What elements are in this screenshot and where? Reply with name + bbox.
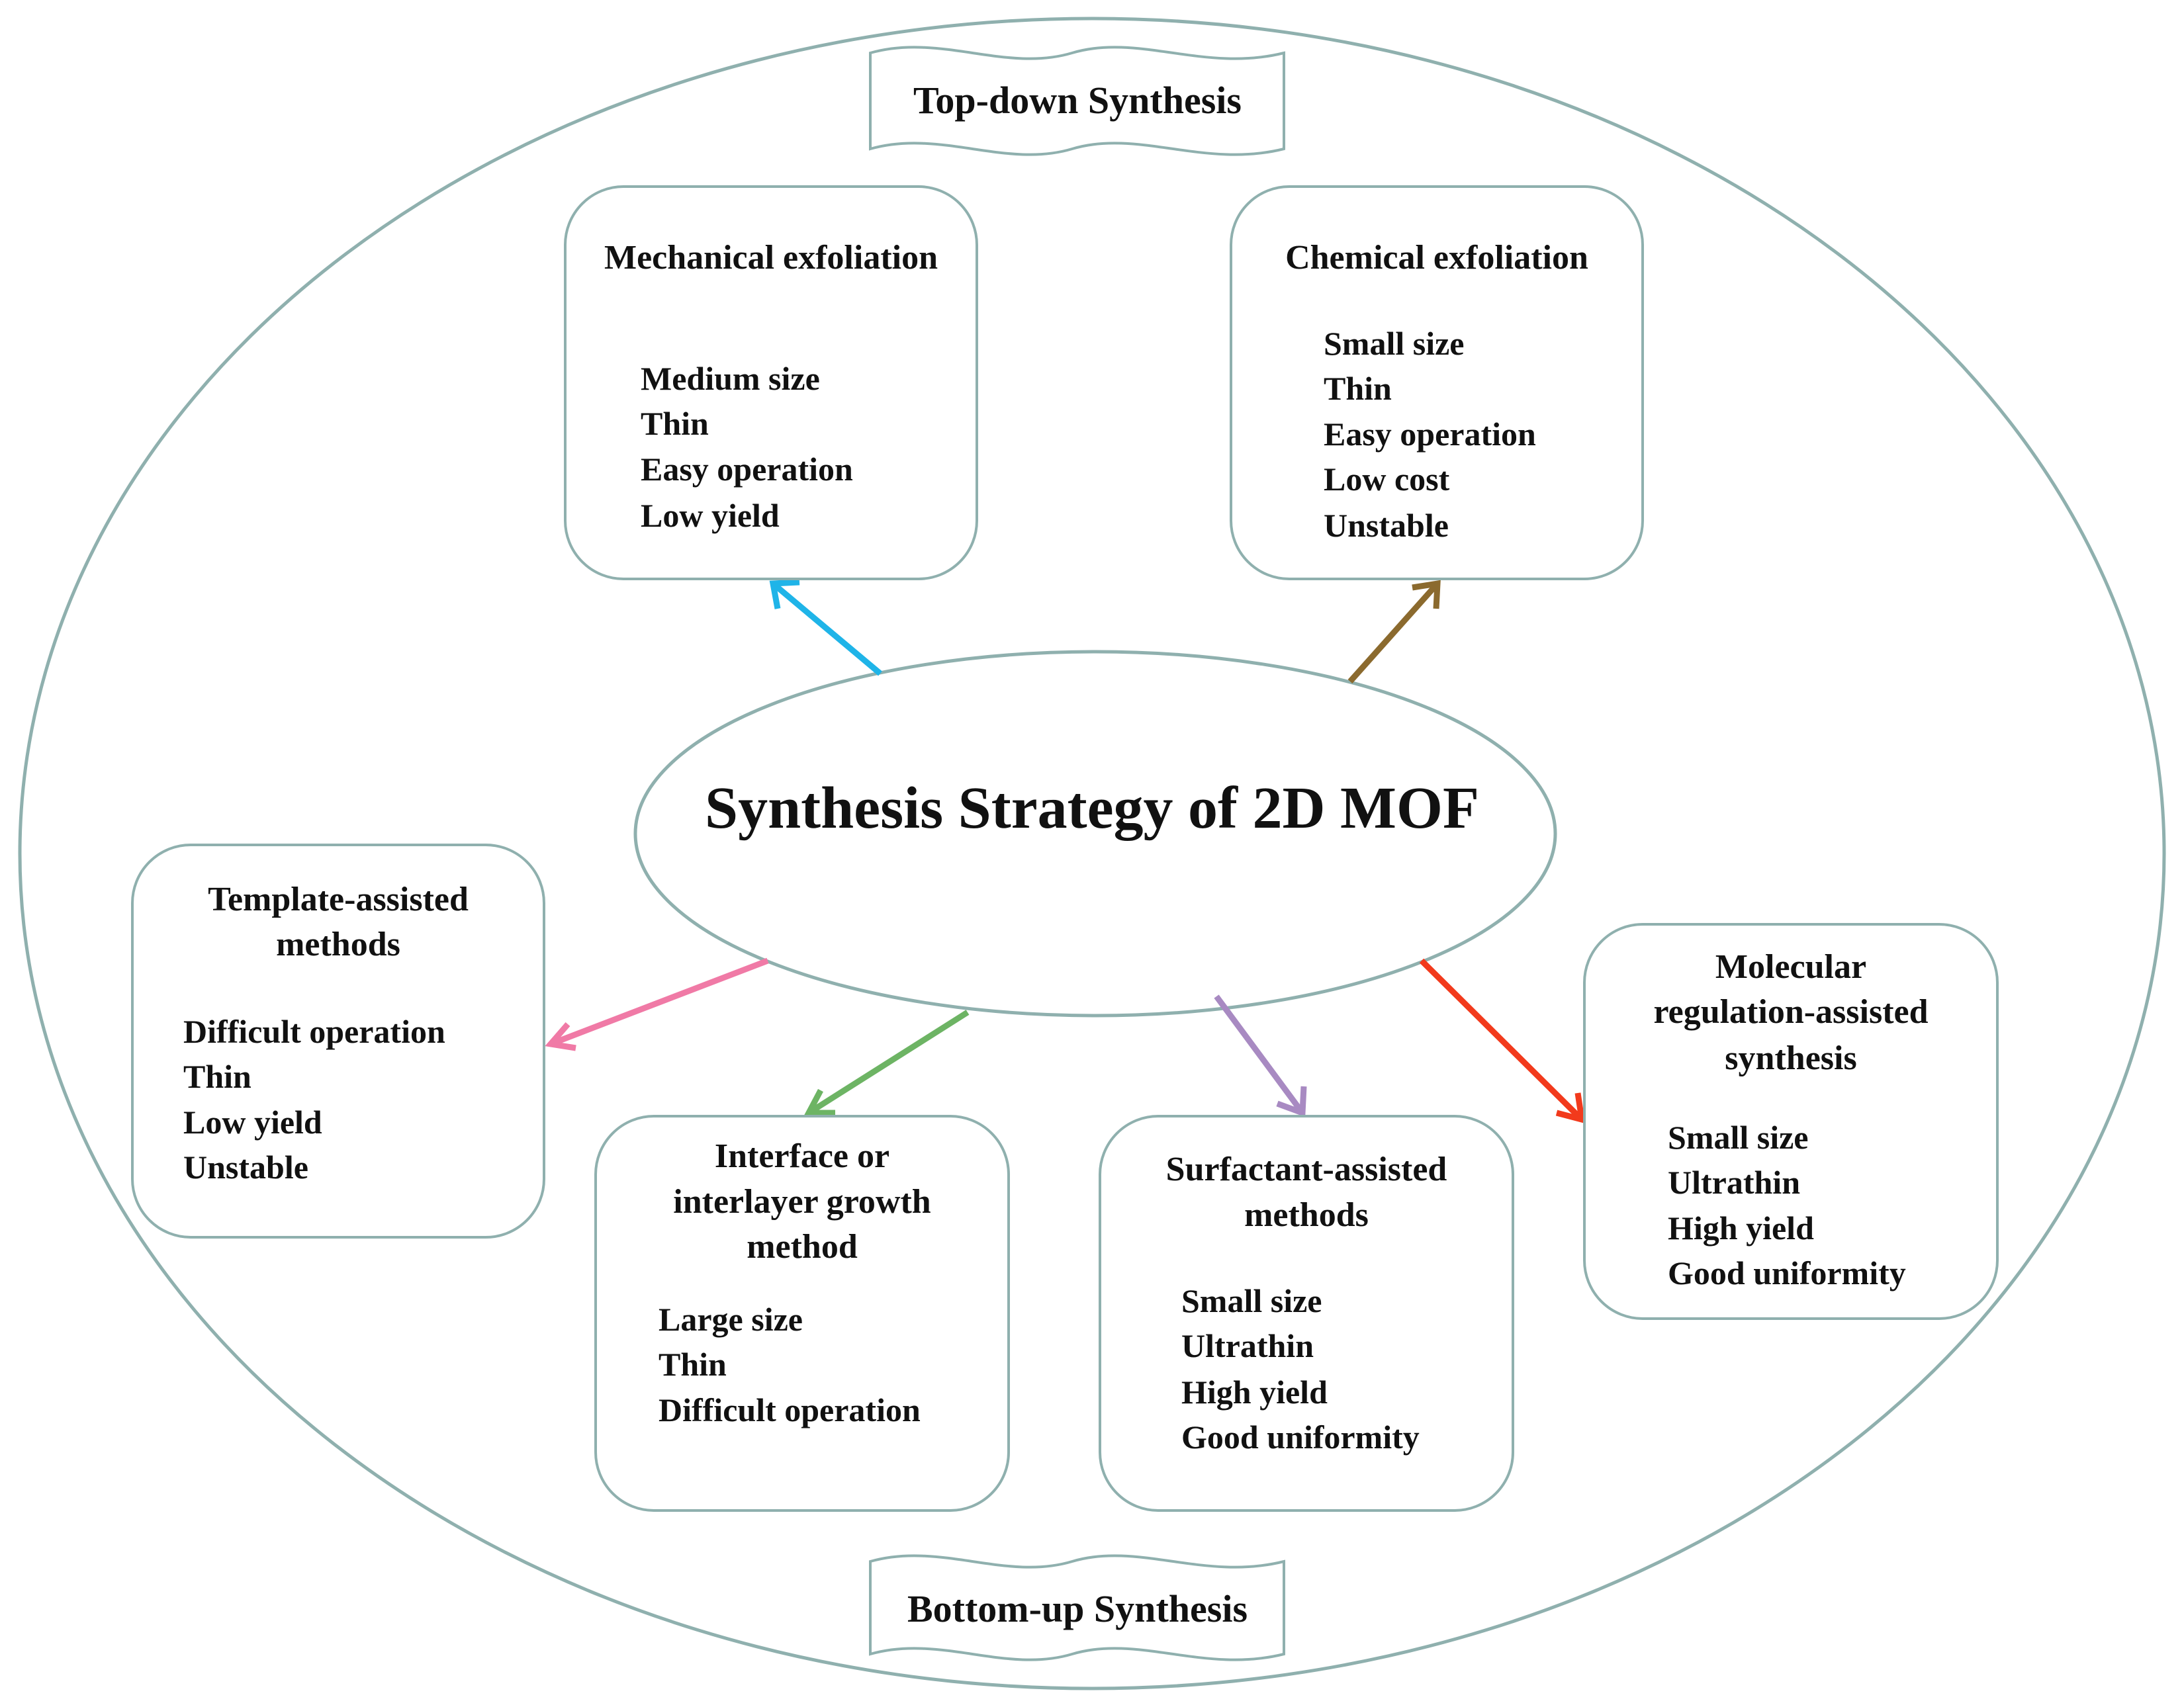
feature-item: Medium size [641,360,820,397]
method-box-interface [594,1115,1010,1512]
method-title-surfactant: Surfactant-assisted [1165,1151,1447,1188]
feature-item: Unstable [183,1149,308,1186]
feature-item: Low cost [1324,460,1450,498]
arrow-interface [803,1010,970,1116]
method-title-interface: interlayer growth [673,1183,931,1221]
feature-item: Difficult operation [659,1391,921,1428]
method-title-molecular: Molecular [1715,948,1867,986]
bottom-up-label: Bottom-up Synthesis [907,1587,1248,1630]
arrow-mechanical [769,579,882,676]
top-banner-shape [869,46,1285,156]
arrow-surfactant [1214,994,1307,1117]
feature-item: Low yield [641,497,780,534]
feature-item: Easy operation [1324,416,1536,453]
method-title-template: Template-assisted [208,881,469,918]
method-title-mechanical: Mechanical exfoliation [604,239,938,277]
arrow-molecular [1419,958,1586,1124]
method-box-molecular [1583,923,1999,1320]
method-box-mechanical [564,185,978,580]
feature-item: Thin [659,1346,727,1383]
method-title-interface: Interface or [714,1137,890,1175]
feature-item: Good uniformity [1181,1419,1420,1456]
method-title-surfactant: methods [1244,1196,1369,1234]
central-ellipse [633,650,1557,1018]
feature-item: Ultrathin [1668,1164,1800,1201]
feature-item: Thin [1324,370,1392,407]
central-title: Synthesis Strategy of 2D MOF [705,775,1479,841]
top-down-label: Top-down Synthesis [913,79,1242,122]
feature-item: Small size [1181,1282,1322,1319]
feature-item: High yield [1668,1209,1814,1247]
method-title-template: methods [276,926,400,963]
bottom-banner-shape [869,1554,1285,1661]
method-title-chemical: Chemical exfoliation [1285,239,1588,277]
arrow-chemical [1347,580,1441,683]
feature-item: Large size [659,1301,803,1338]
feature-item: Small size [1324,325,1465,362]
method-title-interface: method [747,1228,858,1266]
feature-item: High yield [1181,1374,1328,1411]
feature-item: Good uniformity [1668,1254,1906,1291]
method-box-chemical [1230,185,1644,580]
feature-item: Thin [641,405,709,442]
method-box-template [131,844,545,1239]
method-title-molecular: synthesis [1725,1039,1857,1077]
feature-item: Low yield [183,1104,322,1141]
feature-item: Thin [183,1058,251,1095]
method-box-surfactant [1099,1115,1514,1512]
feature-item: Easy operation [641,451,853,488]
outer-ellipse [18,17,2166,1690]
method-title-molecular: regulation-assisted [1653,993,1929,1031]
feature-item: Small size [1668,1119,1809,1156]
arrow-template [545,957,769,1051]
feature-item: Ultrathin [1181,1327,1314,1364]
feature-item: Unstable [1324,507,1449,544]
feature-item: Difficult operation [183,1013,445,1050]
